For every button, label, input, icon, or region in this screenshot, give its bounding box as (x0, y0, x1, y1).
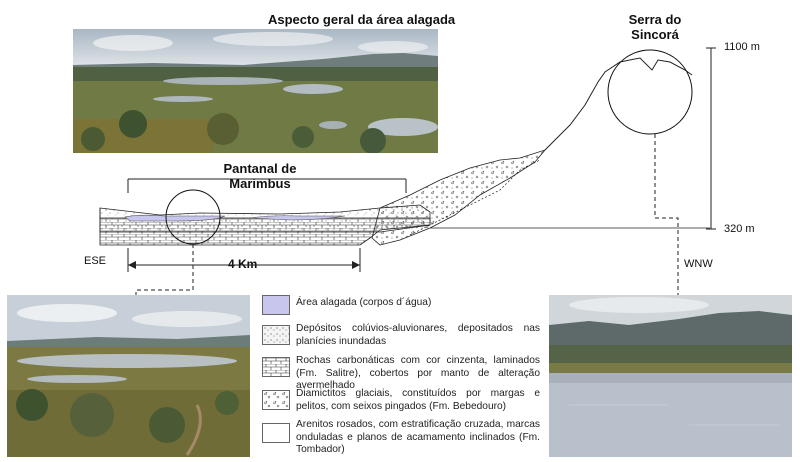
elevation-top-label: 1100 m (724, 41, 760, 53)
bottom-right-serra-photo (549, 295, 792, 457)
legend-swatch-diamictite (262, 390, 290, 410)
legend-swatch-colluvial (262, 325, 290, 345)
direction-wnw-label: WNW (684, 258, 713, 270)
pantanal-de-marimbus-title: Pantanal de Marimbus (223, 161, 297, 191)
legend-text-water: Área alagada (corpos d´água) (296, 297, 432, 308)
bottom-left-wetland-photo (7, 295, 250, 457)
legend-swatch-carbonate (262, 357, 290, 377)
legend-text-carbonate: Rochas carbonáticas com cor cinzenta, la… (296, 355, 540, 391)
legend-swatch-water (262, 295, 290, 315)
direction-ese-label: ESE (84, 255, 107, 267)
top-landscape-photo (73, 29, 438, 153)
legend-swatch-sandstone (262, 423, 290, 443)
elevation-bottom-label: 320 m (724, 223, 755, 235)
scale-label: 4 Km (228, 257, 258, 271)
legend-text-sandstone: Arenitos rosados, com estratificação cru… (296, 419, 540, 455)
legend-text-colluvial: Depósitos colúvios-aluvionares, deposita… (296, 323, 540, 347)
serra-do-sincora-title: Serra do Sincorá (628, 12, 682, 42)
legend-text-diamictite: Diamictitos glaciais, constituídos por m… (296, 388, 540, 412)
top-photo-title: Aspecto geral da área alagada (268, 12, 456, 27)
